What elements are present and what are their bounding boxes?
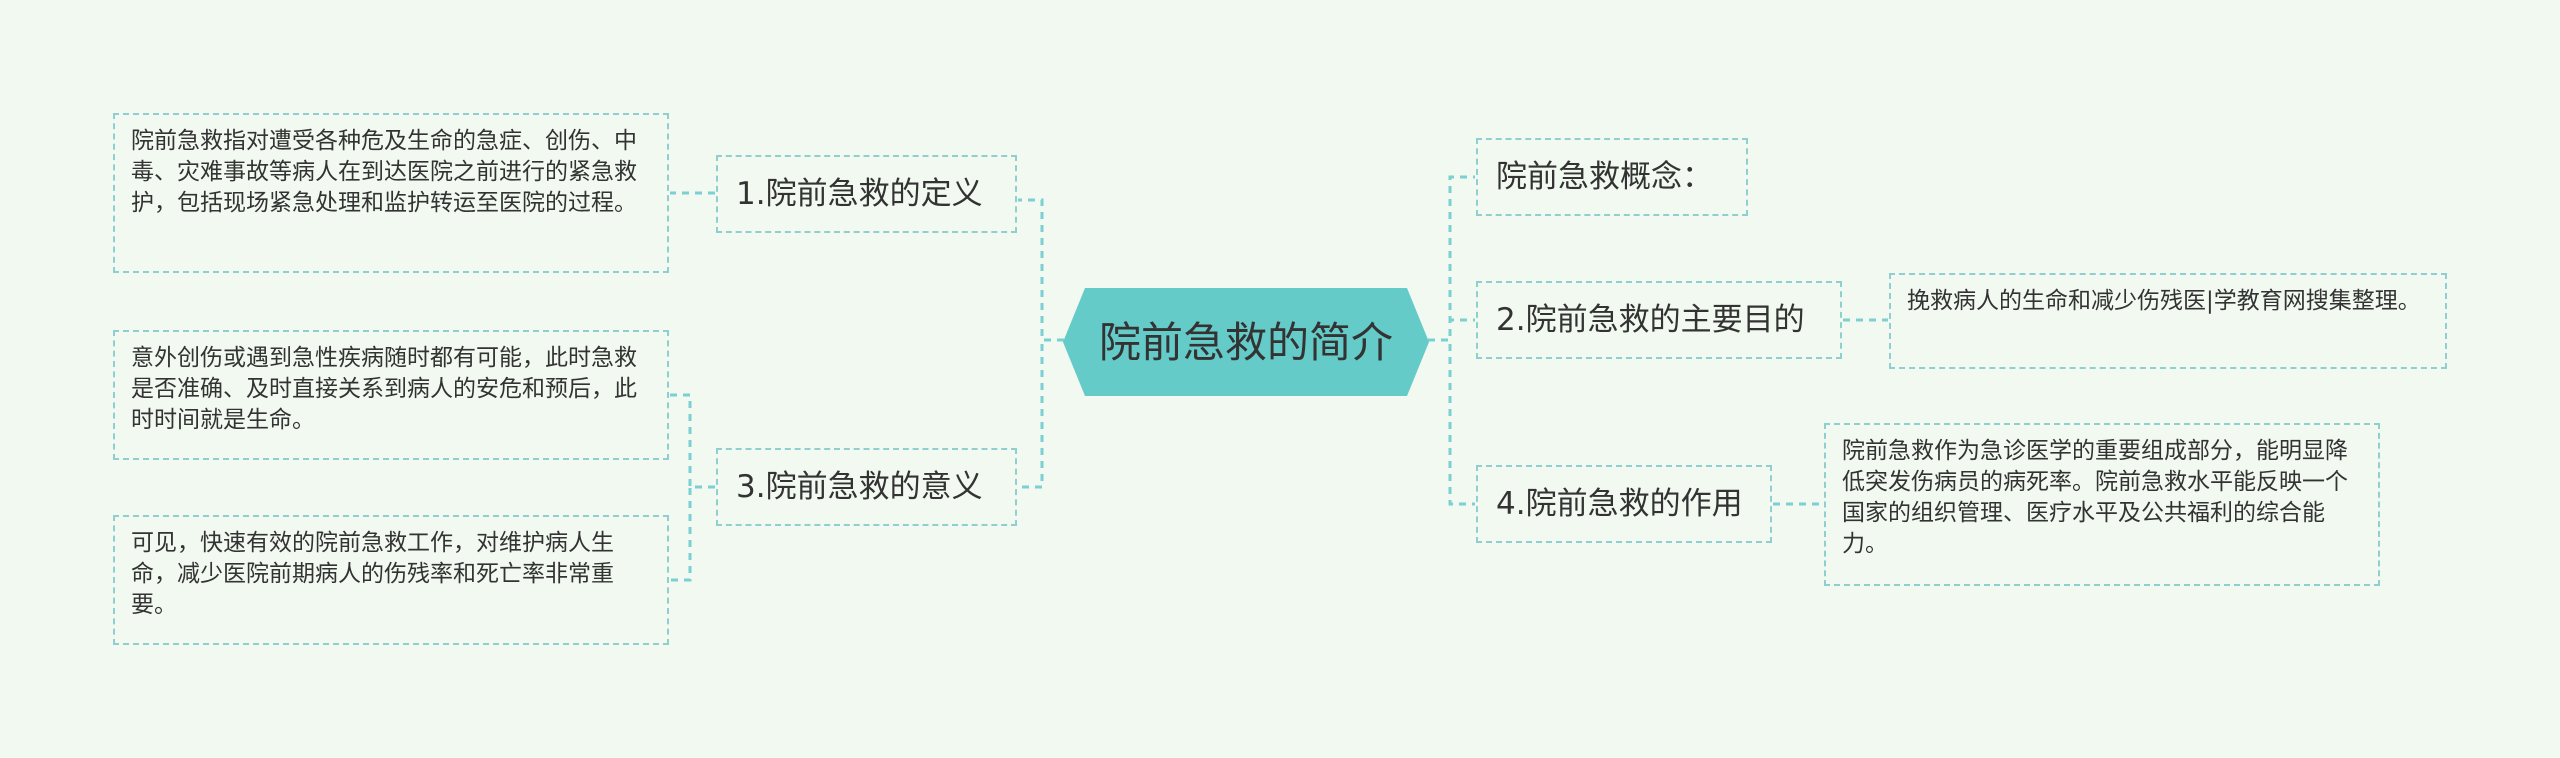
detail-role-text: 院前急救作为急诊医学的重要组成部分，能明显降低突发伤病员的病死率。院前急救水平能…	[1842, 438, 2348, 557]
branch-concept-label: 院前急救概念：	[1496, 159, 1713, 195]
branch-role[interactable]: 4.院前急救的作用	[1476, 465, 1772, 543]
link-root-to-concept	[1428, 175, 1475, 342]
branch-definition-label: 1.院前急救的定义	[736, 176, 983, 212]
link-significance-to-detail-2	[670, 485, 715, 582]
link-root-to-significance	[1018, 338, 1064, 489]
detail-significance-1[interactable]: 意外创伤或遇到急性疾病随时都有可能，此时急救是否准确、及时直接关系到病人的安危和…	[113, 330, 669, 460]
detail-significance-2[interactable]: 可见，快速有效的院前急救工作，对维护病人生命，减少医院前期病人的伤残率和死亡率非…	[113, 515, 669, 645]
root-topic-shape	[1063, 288, 1429, 396]
root-topic-label: 院前急救的简介	[1098, 318, 1393, 367]
detail-significance-1-text: 意外创伤或遇到急性疾病随时都有可能，此时急救是否准确、及时直接关系到病人的安危和…	[131, 345, 637, 433]
detail-role[interactable]: 院前急救作为急诊医学的重要组成部分，能明显降低突发伤病员的病死率。院前急救水平能…	[1824, 423, 2380, 586]
detail-definition-text: 院前急救指对遭受各种危及生命的急症、创伤、中毒、灾难事故等病人在到达医院之前进行…	[131, 128, 637, 216]
detail-purpose[interactable]: 挽救病人的生命和减少伤残医|学教育网搜集整理。	[1889, 273, 2447, 369]
detail-definition[interactable]: 院前急救指对遭受各种危及生命的急症、创伤、中毒、灾难事故等病人在到达医院之前进行…	[113, 113, 669, 273]
link-root-to-definition	[1018, 198, 1064, 342]
root-topic[interactable]: 院前急救的简介	[1063, 288, 1429, 396]
branch-significance[interactable]: 3.院前急救的意义	[716, 448, 1017, 526]
branch-definition[interactable]: 1.院前急救的定义	[716, 155, 1017, 233]
link-root-to-role	[1428, 338, 1475, 506]
branch-concept[interactable]: 院前急救概念：	[1476, 138, 1748, 216]
detail-purpose-text: 挽救病人的生命和减少伤残医|学教育网搜集整理。	[1907, 288, 2421, 314]
link-significance-to-detail-1	[670, 393, 715, 489]
branch-purpose[interactable]: 2.院前急救的主要目的	[1476, 281, 1842, 359]
branch-significance-label: 3.院前急救的意义	[736, 469, 983, 505]
link-root-to-purpose	[1428, 318, 1475, 342]
branch-purpose-label: 2.院前急救的主要目的	[1496, 302, 1805, 338]
branch-role-label: 4.院前急救的作用	[1496, 486, 1743, 522]
detail-significance-2-text: 可见，快速有效的院前急救工作，对维护病人生命，减少医院前期病人的伤残率和死亡率非…	[131, 530, 614, 618]
